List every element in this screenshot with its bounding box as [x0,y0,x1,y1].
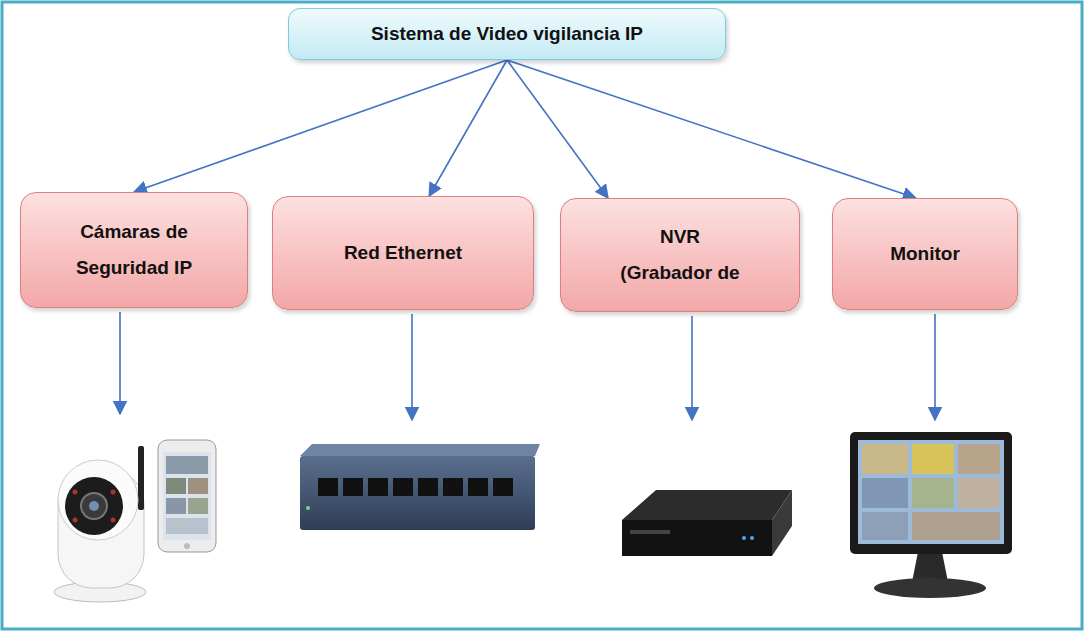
monitor-icon [850,432,1012,598]
ip-camera-icon [54,440,216,602]
connector-arrow [507,60,608,198]
connector-arrow [507,60,916,198]
box-label: NVR (Grabador de [616,219,744,291]
connector-arrow [134,60,507,192]
box-label: Red Ethernet [344,235,462,271]
component-box: NVR (Grabador de [560,198,800,312]
ethernet-switch-icon [300,444,540,530]
nvr-recorder-icon [622,490,792,556]
component-box: Red Ethernet [272,196,534,310]
box-label: Cámaras de Seguridad IP [54,214,214,286]
title-box: Sistema de Video vigilancia IP [288,8,726,60]
down-arrows [120,312,935,420]
connector-arrow [429,60,507,196]
component-box: Cámaras de Seguridad IP [20,192,248,308]
component-box: Monitor [832,198,1018,310]
box-label: Monitor [890,236,960,272]
box-label: Sistema de Video vigilancia IP [371,23,643,45]
